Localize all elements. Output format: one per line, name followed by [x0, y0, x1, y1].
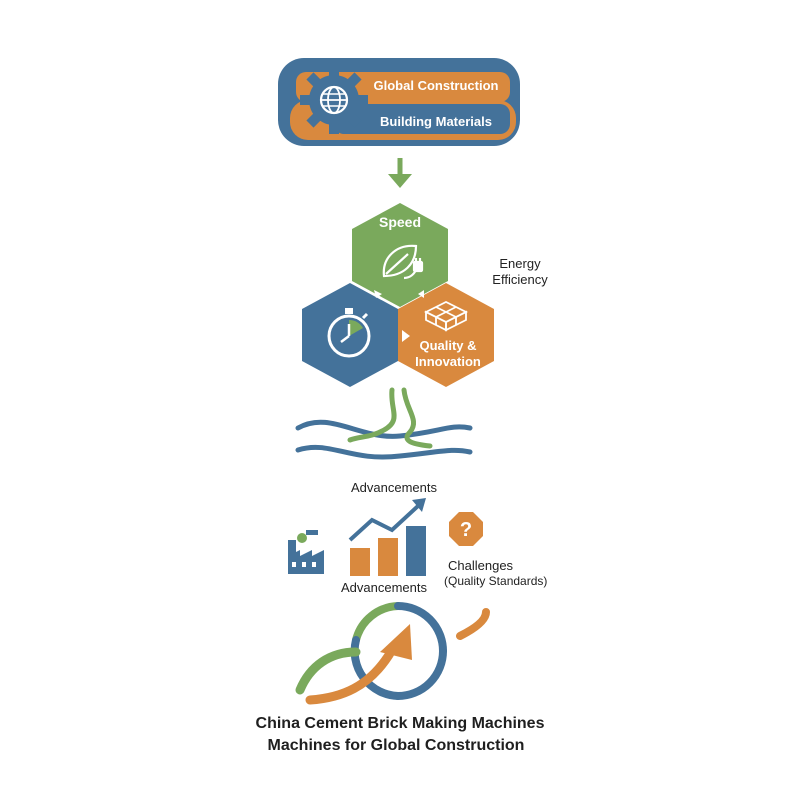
challenges-line2: (Quality Standards) [444, 574, 547, 588]
leaf-plug-icon [382, 244, 424, 280]
hexagon-quality [398, 283, 494, 387]
banner-lower-inner [334, 104, 510, 134]
hexagon-cluster: Speed Quality & Innovation [302, 203, 494, 387]
banner-line2: Building Materials [380, 114, 492, 129]
advancements-bottom-label: Advancements [341, 580, 427, 595]
stopwatch-icon [327, 308, 371, 358]
footer-line1: China Cement Brick Making Machines [256, 715, 545, 732]
question-octagon-icon: ? [449, 512, 483, 546]
factory-icon [288, 530, 324, 574]
quality-label-line2: Innovation [415, 354, 481, 369]
advancements-top-label: Advancements [351, 480, 437, 495]
banner-line1: Global Construction [374, 78, 499, 93]
banner: Global Construction Building Materials [278, 58, 520, 146]
gear-globe-icon [300, 66, 368, 134]
flow-waves [295, 387, 473, 460]
quality-label-line1: Quality & [419, 338, 476, 353]
energy-efficiency-line2: Efficiency [492, 272, 548, 287]
footer-line2: Machines for Global Construction [268, 737, 525, 754]
speed-label: Speed [379, 214, 421, 230]
down-arrow-icon [388, 158, 412, 188]
brick-wall-icon [423, 300, 469, 332]
energy-efficiency-line1: Energy [499, 256, 541, 271]
challenges-line1: Challenges [448, 558, 514, 573]
growth-chart-icon [348, 498, 426, 576]
growth-loop-icon [295, 602, 490, 705]
svg-text:?: ? [460, 519, 472, 541]
hexagon-speed [352, 203, 448, 307]
connector-arrows [374, 290, 424, 342]
